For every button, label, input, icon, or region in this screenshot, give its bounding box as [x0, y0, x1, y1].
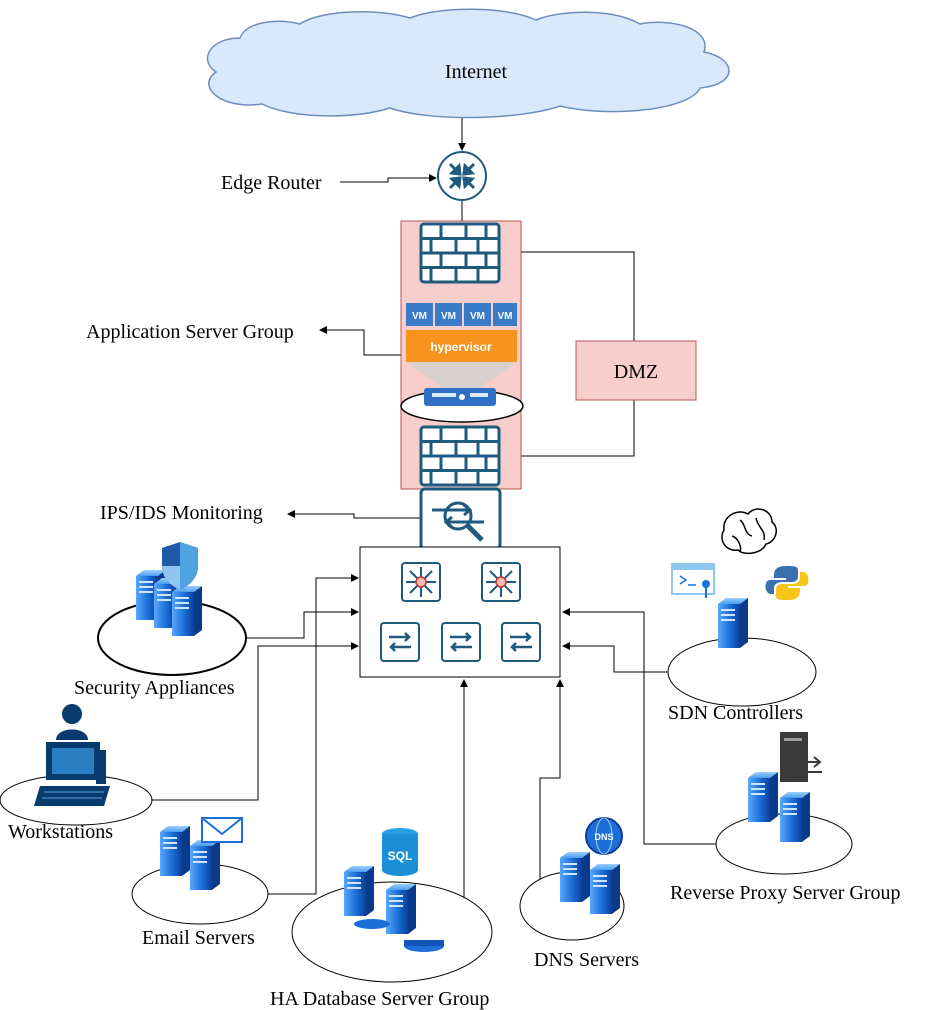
vm-label: VM — [498, 311, 513, 322]
sdn-controllers-label: SDN Controllers — [668, 702, 803, 724]
vm-icon — [435, 303, 462, 326]
link-edge-router-label — [340, 174, 437, 183]
magnifier-icon — [432, 501, 484, 542]
workstations[interactable] — [0, 704, 153, 826]
user-icon — [56, 704, 88, 740]
reverse-proxy-group[interactable] — [715, 732, 853, 875]
terminal-key-icon — [671, 563, 715, 598]
email-servers-label: Email Servers — [142, 927, 255, 949]
hypervisor-label: hypervisor — [430, 340, 492, 354]
ips-ids-label: IPS/IDS Monitoring — [100, 502, 263, 524]
server-icon — [172, 586, 202, 636]
link-email-servers — [268, 574, 359, 895]
link-ips-ids — [287, 510, 420, 519]
server-icon — [190, 840, 220, 890]
edge-router[interactable]: Edge Router — [221, 151, 487, 201]
inner-firewall-icon — [419, 425, 501, 487]
edge-router-label: Edge Router — [221, 172, 322, 194]
link-dmz-top — [500, 251, 635, 341]
ha-database-group[interactable]: SQL — [291, 828, 493, 983]
dns-globe-icon: DNS — [585, 817, 623, 855]
link-app-server-group — [319, 326, 406, 356]
dmz-label: DMZ — [614, 361, 658, 383]
link-reverse-proxy — [562, 608, 718, 845]
dns-servers-label: DNS Servers — [534, 949, 639, 971]
computer-icon — [34, 742, 110, 806]
ips-ids-device[interactable] — [419, 487, 502, 551]
brain-icon — [721, 508, 777, 555]
link-dns — [539, 679, 564, 894]
vm-icon — [493, 303, 517, 326]
dmz-box[interactable]: DMZ — [575, 340, 697, 401]
ips-ids-icon — [419, 487, 502, 551]
hypervisor-block — [406, 330, 517, 362]
router-icon — [437, 151, 487, 201]
link-dmz-bottom — [500, 400, 635, 457]
group-ellipse — [667, 637, 817, 707]
server-icon — [560, 852, 590, 902]
email-servers[interactable] — [131, 817, 269, 925]
server-icon — [780, 792, 810, 842]
server-icon — [344, 866, 374, 916]
layer2-switch-icon — [440, 621, 482, 663]
vm-label: VM — [470, 311, 485, 322]
sql-label: SQL — [388, 849, 413, 863]
app-server-group-label: Application Server Group — [86, 321, 294, 343]
proxy-server-icon — [780, 732, 822, 782]
internet-label: Internet — [445, 61, 508, 83]
envelope-icon — [201, 817, 243, 843]
outer-firewall-icon — [419, 222, 501, 284]
dns-servers[interactable]: DNS — [519, 817, 625, 941]
connections — [152, 118, 718, 898]
shield-icon — [162, 542, 198, 590]
reverse-proxy-label: Reverse Proxy Server Group — [670, 882, 901, 904]
server-icon — [160, 826, 190, 876]
server-icon — [590, 864, 620, 914]
vm-icon — [406, 303, 433, 326]
server-icon — [718, 598, 748, 648]
vm-stack: VM VM VM VM hypervisor — [406, 303, 517, 390]
sdn-controllers[interactable] — [667, 508, 817, 707]
vm-label: VM — [412, 311, 427, 322]
layer2-switch-icon — [379, 621, 421, 663]
security-appliances[interactable] — [97, 542, 247, 676]
python-icon — [765, 566, 809, 600]
link-security-appliances — [246, 608, 359, 639]
layer3-switch-icon — [401, 562, 441, 602]
layer2-switch-icon — [500, 621, 542, 663]
internet-cloud[interactable]: Internet — [206, 8, 730, 119]
perimeter-zone[interactable]: VM VM VM VM hypervisor — [400, 220, 524, 490]
hypervisor-beam — [406, 362, 517, 390]
physical-server-icon — [424, 388, 496, 406]
workstations-label: Workstations — [8, 821, 113, 843]
vm-icon — [464, 303, 491, 326]
dns-label: DNS — [594, 832, 613, 842]
link-workstations — [152, 642, 359, 801]
cloud-shape — [206, 8, 730, 119]
server-icon — [386, 884, 416, 934]
security-appliances-label: Security Appliances — [74, 677, 235, 699]
server-icon — [748, 772, 778, 822]
core-switch-block[interactable] — [359, 546, 561, 678]
ha-db-label: HA Database Server Group — [270, 988, 489, 1010]
dmz-rect — [575, 340, 697, 401]
link-sdn — [562, 642, 668, 673]
database-disk-icon — [354, 919, 444, 952]
layer3-switch-icon — [481, 562, 521, 602]
vm-label: VM — [441, 311, 456, 322]
sql-icon: SQL — [382, 828, 418, 876]
